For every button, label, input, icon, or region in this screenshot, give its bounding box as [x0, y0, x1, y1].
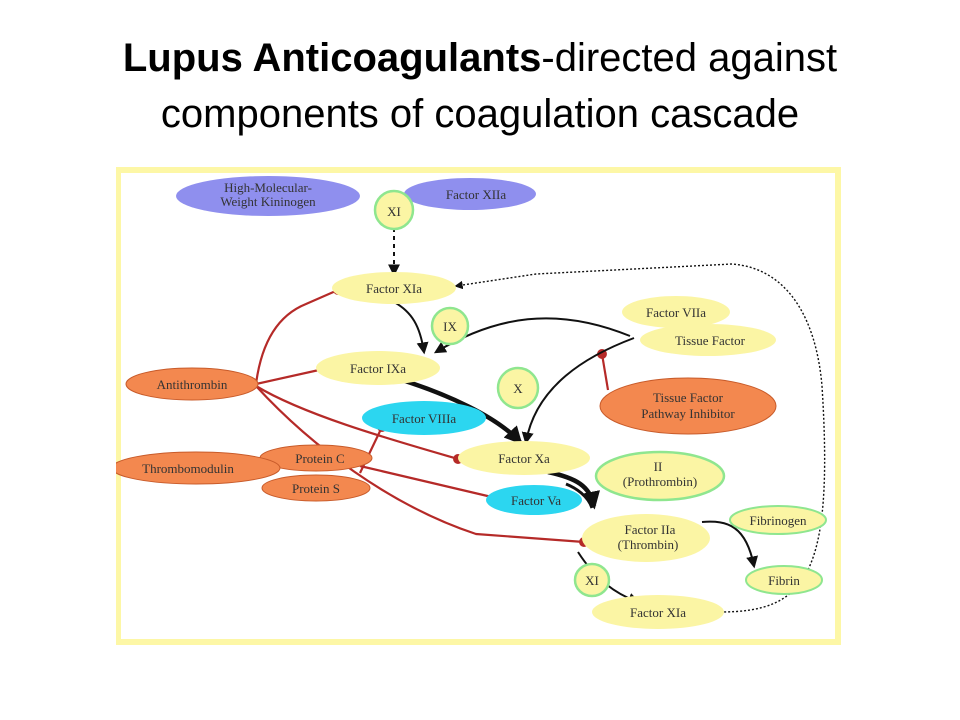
node-tissue-factor: [640, 324, 776, 356]
node-x: [496, 366, 540, 410]
label-factor-va: Factor Va: [511, 493, 561, 508]
coagulation-cascade-diagram: High-Molecular- Weight Kininogen Factor …: [116, 167, 841, 645]
inhibit-antithrombin-xa: [255, 385, 463, 464]
label-factor-xa: Factor Xa: [498, 451, 550, 466]
feedback-loop-thrombin-xia: [454, 263, 826, 613]
node-ix: [430, 306, 470, 346]
label-xi-bottom: XI: [585, 573, 599, 588]
label-xi-top: XI: [387, 204, 401, 219]
inhibit-antithrombin-ixa: [255, 363, 333, 386]
arrow-xia-ixa: [393, 301, 429, 355]
label-factor-xiia: Factor XIIa: [446, 187, 507, 202]
label-hmwk-line2: Weight Kininogen: [220, 194, 316, 209]
label-fibrin: Fibrin: [768, 573, 800, 588]
node-factor-va: [486, 485, 582, 515]
node-ii-prothrombin: [594, 450, 726, 502]
title-bold-part: Lupus Anticoagulants: [122, 36, 542, 80]
label-protein-s: Protein S: [292, 481, 340, 496]
node-factor-iia: [582, 514, 710, 562]
label-tfpi-line2: Pathway Inhibitor: [641, 406, 735, 421]
node-fibrin: [745, 565, 823, 595]
title-line-1: Lupus Anticoagulants-directed against: [0, 30, 960, 86]
label-factor-xia-bottom: Factor XIa: [630, 605, 686, 620]
label-thrombomodulin: Thrombomodulin: [142, 461, 234, 476]
node-factor-viia: [622, 296, 730, 328]
node-factor-ixa: [316, 351, 440, 385]
label-protein-c: Protein C: [295, 451, 344, 466]
inhibit-antithrombin-iia: [255, 385, 589, 547]
node-factor-xia-top: [332, 272, 456, 304]
slide-title: Lupus Anticoagulants-directed against co…: [0, 30, 960, 142]
label-tfpi-line1: Tissue Factor: [653, 390, 724, 405]
label-tissue-factor: Tissue Factor: [675, 333, 746, 348]
node-factor-viiia: [362, 401, 486, 435]
label-ii-line1: II: [654, 459, 663, 474]
node-xi-top: [373, 189, 415, 231]
node-fibrinogen: [729, 505, 827, 535]
label-factor-viia: Factor VIIa: [646, 305, 706, 320]
node-tfpi: [599, 377, 777, 435]
label-fibrinogen: Fibrinogen: [749, 513, 807, 528]
arrow-tf-xa: [521, 337, 635, 445]
arrow-iia-fibrin: [701, 520, 758, 569]
node-hmwk: [176, 176, 360, 216]
label-iia-line2: (Thrombin): [618, 537, 679, 552]
title-rest-part: -directed against: [541, 36, 838, 80]
label-factor-viiia: Factor VIIIa: [392, 411, 457, 426]
label-iia-line1: Factor IIa: [625, 522, 676, 537]
label-ix: IX: [443, 319, 457, 334]
label-antithrombin: Antithrombin: [157, 377, 228, 392]
arrow-xa-iia: [547, 469, 600, 510]
label-factor-ixa: Factor IXa: [350, 361, 406, 376]
title-line-2: components of coagulation cascade: [160, 92, 800, 136]
node-antithrombin: [125, 367, 259, 401]
node-factor-xa: [458, 441, 590, 475]
node-factor-xiia: [404, 178, 536, 210]
node-protein-s: [261, 474, 371, 502]
node-thrombomodulin: [116, 451, 281, 485]
label-hmwk-line1: High-Molecular-: [224, 180, 312, 195]
inhibit-protein-va: [359, 464, 501, 503]
inhibition-lines: [254, 285, 610, 547]
label-ii-line2: (Prothrombin): [623, 474, 697, 489]
inhibit-tfpi-tf: [597, 349, 610, 391]
label-factor-xia-top: Factor XIa: [366, 281, 422, 296]
node-xi-bottom: [573, 562, 611, 598]
label-x: X: [513, 381, 523, 396]
node-factor-xia-bottom: [592, 595, 724, 629]
inhibit-antithrombin-xia: [254, 285, 343, 385]
arrow-va-iia: [565, 482, 594, 509]
